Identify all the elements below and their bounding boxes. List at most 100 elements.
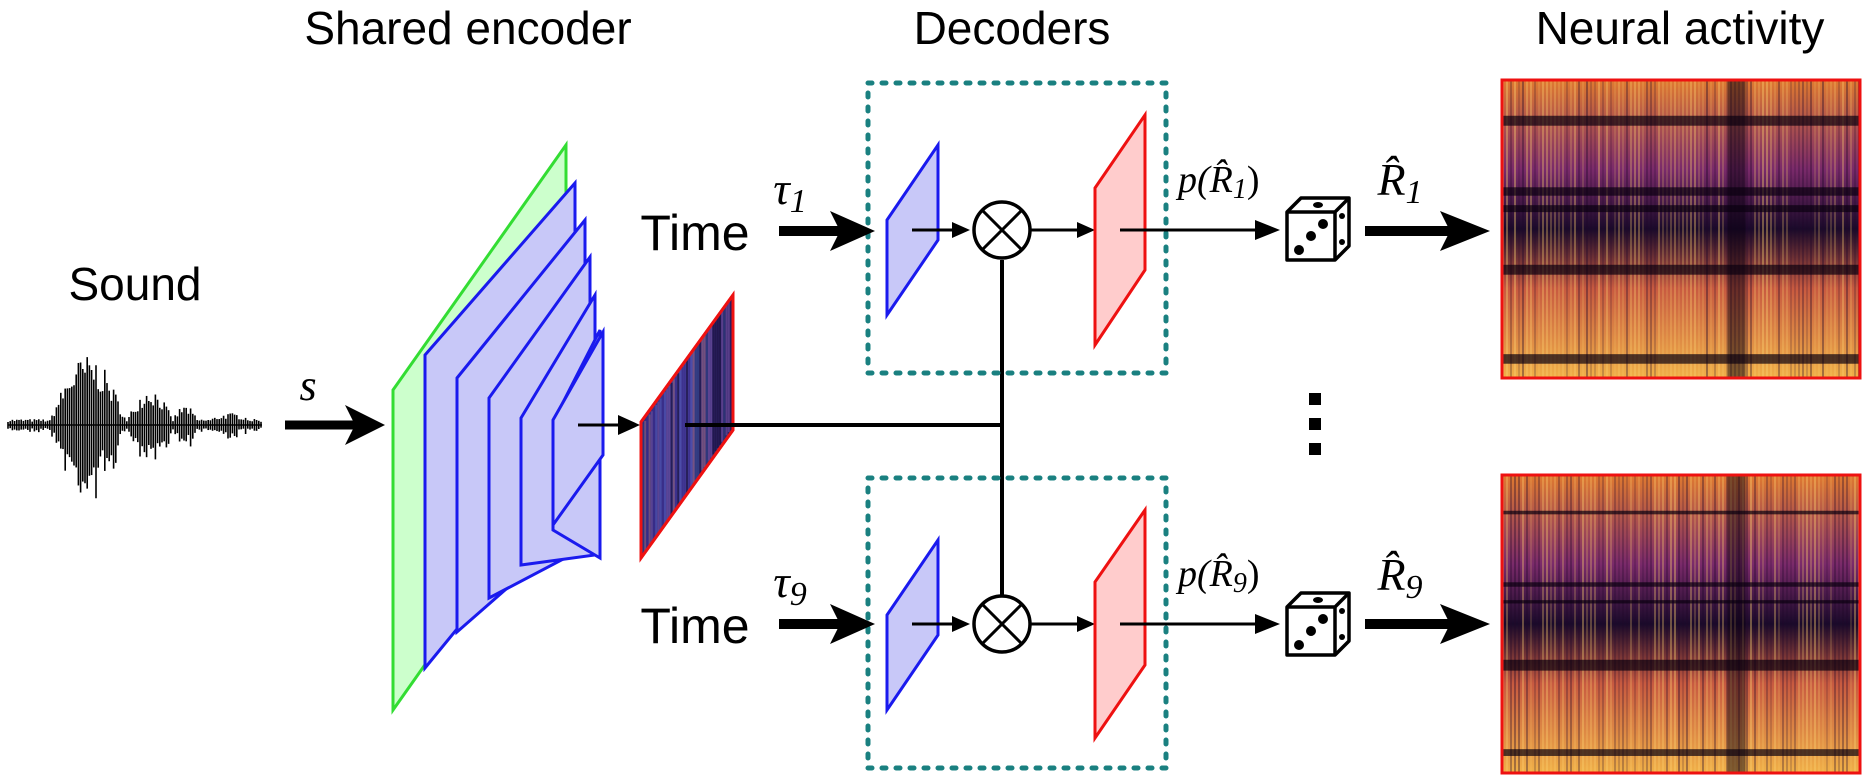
heatmap-column xyxy=(1854,475,1856,773)
heatmap-column xyxy=(1522,80,1524,378)
heatmap-column xyxy=(1666,80,1668,378)
heatmap-column xyxy=(1586,475,1588,773)
time-label-1: Time xyxy=(640,205,749,261)
heatmap-column xyxy=(1682,475,1684,773)
heatmap-column xyxy=(1658,80,1660,378)
neural-activity-title: Neural activity xyxy=(1536,2,1825,54)
heatmap-column xyxy=(1782,475,1784,773)
heatmap-column xyxy=(1634,80,1636,378)
heatmap-column xyxy=(1570,80,1572,378)
heatmap-column xyxy=(1526,475,1528,773)
encoder-layers xyxy=(391,140,605,715)
heatmap-column xyxy=(1702,475,1704,773)
heatmap-column xyxy=(1542,80,1544,378)
heatmap-column xyxy=(1694,80,1696,378)
heatmap-column xyxy=(1534,475,1536,773)
heatmap-column xyxy=(1626,475,1628,773)
decoders-title: Decoders xyxy=(914,2,1111,54)
heatmap-column xyxy=(1678,80,1680,378)
heatmap-column xyxy=(1766,80,1768,378)
heatmap-column xyxy=(1746,80,1748,378)
heatmap-column xyxy=(1806,80,1808,378)
heatmap-column xyxy=(1714,80,1716,378)
heatmap-column xyxy=(1786,475,1788,773)
heatmap-column xyxy=(1826,80,1828,378)
heatmap-column xyxy=(1626,80,1628,378)
heatmap-column xyxy=(1554,80,1556,378)
heatmap-column xyxy=(1706,80,1708,378)
heatmap-column xyxy=(1802,475,1804,773)
heatmap-column xyxy=(1518,475,1520,773)
heatmap-column xyxy=(1850,80,1852,378)
heatmap-band xyxy=(1502,115,1860,126)
heatmap-column xyxy=(1822,80,1824,378)
heatmap-column xyxy=(1530,475,1532,773)
encoder-title: Shared encoder xyxy=(304,2,631,54)
heatmap-column xyxy=(1722,80,1724,378)
prob-label-9: p(R̂9) xyxy=(1175,553,1260,599)
heatmap-column xyxy=(1522,475,1524,773)
heatmap-column xyxy=(1598,80,1600,378)
heatmap-column xyxy=(1786,80,1788,378)
heatmap-column xyxy=(1642,475,1644,773)
heatmap-column xyxy=(1794,475,1796,773)
heatmap-column xyxy=(1582,80,1584,378)
decoder-arrowhead-1a xyxy=(952,222,970,238)
heatmap-column xyxy=(1602,80,1604,378)
heatmap-column xyxy=(1674,475,1676,773)
heatmap-column xyxy=(1546,80,1548,378)
encoder-layer-last xyxy=(551,326,605,530)
heatmap-column xyxy=(1686,475,1688,773)
heatmap-band xyxy=(1502,749,1860,756)
heatmap-column xyxy=(1758,475,1760,773)
s-symbol: s xyxy=(299,361,316,410)
heatmap-column xyxy=(1726,475,1728,773)
r-arrowhead-1 xyxy=(1440,211,1490,251)
heatmap-column xyxy=(1718,80,1720,378)
heatmap-column xyxy=(1818,80,1820,378)
heatmap-column xyxy=(1674,80,1676,378)
heatmap-column xyxy=(1770,475,1772,773)
heatmap-band xyxy=(1502,659,1860,671)
heatmap-column xyxy=(1578,475,1580,773)
decoder-arrowhead-9b xyxy=(1077,616,1095,632)
r-hat-1-symbol: R̂1 xyxy=(1376,154,1422,211)
heatmap-column xyxy=(1658,475,1660,773)
heatmap-column xyxy=(1758,80,1760,378)
heatmap-column xyxy=(1794,80,1796,378)
heatmap-column xyxy=(1698,475,1700,773)
neural-activity-heatmap-1 xyxy=(1500,78,1862,380)
prob-label-1: p(R̂1) xyxy=(1175,159,1260,205)
heatmap-column xyxy=(1630,80,1632,378)
heatmap-column xyxy=(1822,475,1824,773)
heatmap-column xyxy=(1838,475,1840,773)
heatmap-column xyxy=(1666,475,1668,773)
heatmap-column xyxy=(1726,80,1728,378)
heatmap-dark-column xyxy=(1727,80,1746,378)
decoder-arrowhead-9a xyxy=(952,616,970,632)
heatmap-column xyxy=(1778,80,1780,378)
heatmap-column xyxy=(1642,80,1644,378)
decoder-arrowhead-1b xyxy=(1077,222,1095,238)
heatmap-column xyxy=(1826,475,1828,773)
heatmap-column xyxy=(1714,475,1716,773)
time-arrowhead-9 xyxy=(830,604,875,644)
heatmap-column xyxy=(1662,475,1664,773)
heatmap-column xyxy=(1558,80,1560,378)
heatmap-column xyxy=(1590,475,1592,773)
heatmap-column xyxy=(1538,475,1540,773)
heatmap-column xyxy=(1534,80,1536,378)
heatmap-column xyxy=(1538,80,1540,378)
heatmap-column xyxy=(1618,80,1620,378)
heatmap-band xyxy=(1502,264,1860,275)
heatmap-dark-column xyxy=(1727,475,1746,773)
heatmap-column xyxy=(1778,475,1780,773)
heatmap-column xyxy=(1646,475,1648,773)
heatmap-column xyxy=(1814,475,1816,773)
heatmap-column xyxy=(1774,475,1776,773)
heatmap-column xyxy=(1846,475,1848,773)
heatmap-column xyxy=(1842,80,1844,378)
heatmap-column xyxy=(1842,475,1844,773)
heatmap-column xyxy=(1782,80,1784,378)
